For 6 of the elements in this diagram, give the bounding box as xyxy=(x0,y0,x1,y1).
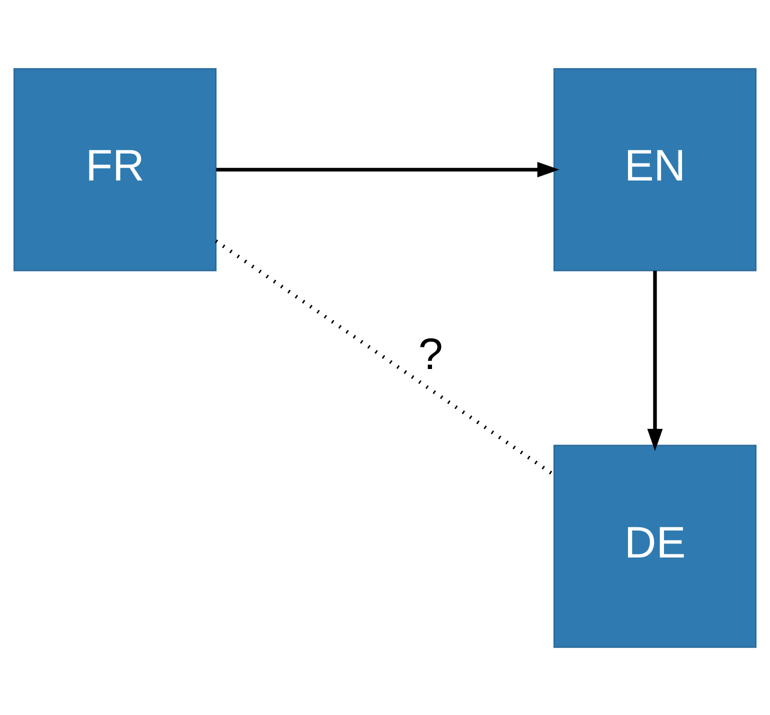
node-box: FR xyxy=(14,68,217,271)
node-box: DE xyxy=(553,444,756,648)
edge-label: ? xyxy=(418,330,443,379)
node-box: EN xyxy=(553,68,756,271)
arrow xyxy=(216,161,560,177)
arrow xyxy=(647,270,663,451)
